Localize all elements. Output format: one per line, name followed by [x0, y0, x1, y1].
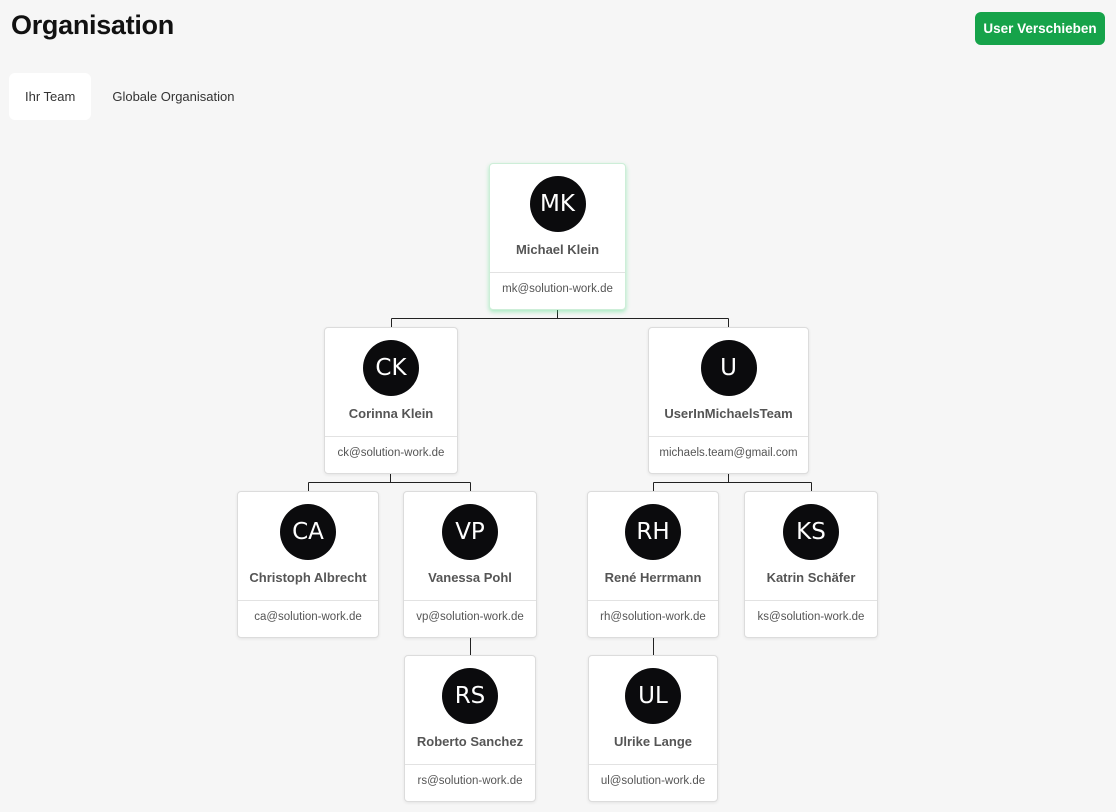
- card-divider: [238, 600, 378, 601]
- member-email: michaels.team@gmail.com: [659, 447, 798, 459]
- page-title: Organisation: [11, 10, 174, 40]
- connector-line: [653, 474, 812, 492]
- org-card-rene-herrmann[interactable]: RH René Herrmann rh@solution-work.de: [587, 491, 719, 638]
- avatar: RS: [442, 668, 498, 724]
- member-name: Ulrike Lange: [613, 734, 693, 749]
- tab-global-organisation[interactable]: Globale Organisation: [112, 89, 235, 104]
- tab-your-team[interactable]: Ihr Team: [9, 73, 92, 120]
- org-card-userinmichaelsteam[interactable]: U UserInMichaelsTeam michaels.team@gmail…: [648, 327, 809, 474]
- member-name: UserInMichaelsTeam: [664, 406, 793, 421]
- avatar: MK: [529, 176, 586, 232]
- card-divider: [404, 600, 536, 601]
- card-divider: [490, 272, 625, 273]
- move-user-button[interactable]: User Verschieben: [975, 12, 1105, 45]
- member-email: ks@solution-work.de: [757, 611, 865, 623]
- member-name: Roberto Sanchez: [416, 734, 524, 749]
- card-divider: [405, 764, 535, 765]
- card-divider: [325, 436, 457, 437]
- avatar: U: [700, 340, 757, 396]
- member-email: ck@solution-work.de: [337, 447, 445, 459]
- card-divider: [589, 764, 717, 765]
- member-name: Christoph Albrecht: [249, 570, 367, 585]
- connector-line: [391, 310, 729, 328]
- member-name: Corinna Klein: [348, 406, 434, 421]
- member-email: rs@solution-work.de: [417, 775, 523, 787]
- org-card-christoph-albrecht[interactable]: CA Christoph Albrecht ca@solution-work.d…: [237, 491, 379, 638]
- card-divider: [649, 436, 808, 437]
- org-card-vanessa-pohl[interactable]: VP Vanessa Pohl vp@solution-work.de: [403, 491, 537, 638]
- org-card-katrin-schaefer[interactable]: KS Katrin Schäfer ks@solution-work.de: [744, 491, 878, 638]
- card-divider: [588, 600, 718, 601]
- avatar: VP: [442, 504, 498, 560]
- member-name: Vanessa Pohl: [428, 570, 512, 585]
- card-divider: [745, 600, 877, 601]
- avatar: UL: [625, 668, 681, 724]
- member-email: vp@solution-work.de: [416, 611, 524, 623]
- org-card-ulrike-lange[interactable]: UL Ulrike Lange ul@solution-work.de: [588, 655, 718, 802]
- member-name: Katrin Schäfer: [766, 570, 856, 585]
- org-card-corinna-klein[interactable]: CK Corinna Klein ck@solution-work.de: [324, 327, 458, 474]
- member-email: ca@solution-work.de: [254, 611, 362, 623]
- avatar: CA: [280, 504, 336, 560]
- member-name: Michael Klein: [515, 242, 600, 257]
- avatar: KS: [783, 504, 839, 560]
- member-name: René Herrmann: [604, 570, 702, 585]
- member-email: rh@solution-work.de: [600, 611, 706, 623]
- avatar: RH: [625, 504, 681, 560]
- org-card-roberto-sanchez[interactable]: RS Roberto Sanchez rs@solution-work.de: [404, 655, 536, 802]
- avatar: CK: [363, 340, 419, 396]
- tab-bar: Ihr Team Globale Organisation: [9, 73, 250, 120]
- org-card-michael-klein[interactable]: MK Michael Klein mk@solution-work.de: [489, 163, 626, 310]
- member-email: mk@solution-work.de: [502, 283, 613, 295]
- member-email: ul@solution-work.de: [600, 775, 706, 787]
- connector-line: [308, 474, 471, 492]
